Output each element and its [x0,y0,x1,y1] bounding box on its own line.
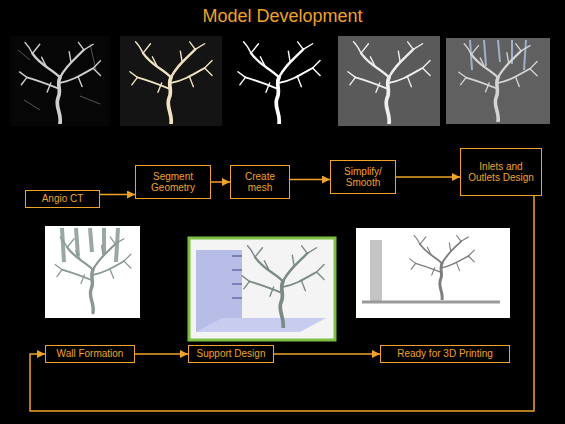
support-wall [370,240,382,302]
vessel-tree [410,235,475,300]
title-text: Model Development [202,6,362,26]
image-ground [228,36,330,126]
smooth-image [338,36,440,126]
process-box: Ready for 3D Printing [380,345,510,363]
process-box: Segment Geometry [135,165,211,199]
mesh-image [228,36,330,126]
box-label: Create mesh [235,171,285,194]
process-box: Wall Formation [45,345,135,363]
base-plate [362,301,500,304]
process-box: Simplify/ Smooth [330,160,396,194]
vessel-tree [20,42,101,123]
box-label: Simplify/ Smooth [335,166,391,189]
box-label: Inlets and Outlets Design [465,161,537,184]
image-ground [45,226,140,318]
vessel-tree [459,44,537,122]
vessel-tree [242,246,324,328]
process-box: Support Design [188,345,274,363]
support-image [189,238,335,340]
vessel-tree [348,42,430,124]
image-ground [10,36,110,126]
image-ground [446,38,550,124]
box-label: Wall Formation [57,348,124,360]
vessel-tree [238,42,320,124]
highlight-frame [189,238,335,340]
box-label: Segment Geometry [140,171,206,194]
print-ready-image [356,228,510,318]
box-label: Angio CT [42,193,84,205]
wall-image [45,226,140,318]
slide-title: Model Development [0,5,565,27]
vessel-tree [55,237,131,313]
angio-ct-image [10,36,110,126]
segment-image [120,36,222,126]
process-box: Angio CT [25,190,100,208]
flow-arrow [274,353,380,355]
inlets-image [446,38,550,124]
support-ribs [232,256,242,298]
flow-arrow [100,194,135,196]
process-box: Inlets and Outlets Design [460,148,542,196]
connector-group [30,177,534,411]
vessel-tree [130,42,212,124]
flow-arrow [135,353,188,355]
box-label: Support Design [197,348,266,360]
wall-tubes [62,228,118,262]
flow-arrow [30,196,534,411]
image-ground [356,228,510,318]
image-ground [338,36,440,126]
process-box: Create mesh [230,165,290,199]
flow-arrow [211,181,230,183]
box-label: Ready for 3D Printing [397,348,493,360]
image-ground [120,36,222,126]
support-floor [196,318,326,332]
flow-arrow [290,179,330,181]
flow-arrow [396,176,460,178]
